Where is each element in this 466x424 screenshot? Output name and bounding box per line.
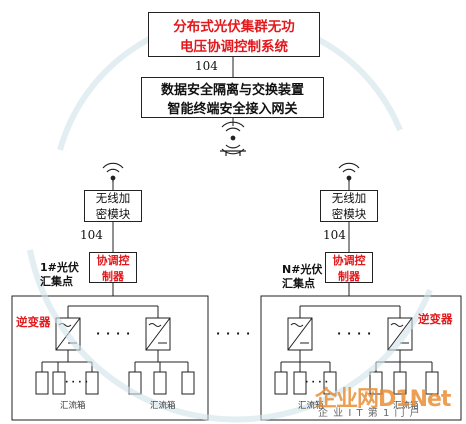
right-ctrl-line2: 制器	[338, 269, 360, 283]
right-collection-point-line2: 汇集点	[282, 277, 315, 290]
wifi-icon-left	[102, 162, 124, 182]
gateway-line2: 智能终端安全接入网关	[167, 101, 298, 117]
right-panel-ellipsis: · · · ·	[305, 378, 329, 388]
left-inverter-label: 逆变器	[16, 315, 51, 329]
wifi-icon-gateway	[220, 121, 246, 156]
right-ctrl-line1: 协调控	[332, 253, 366, 267]
right-coordinating-controller: 协调控 制器	[325, 252, 373, 283]
left-ctrl-line2: 制器	[102, 269, 124, 283]
left-inverter-ellipsis: · · · ·	[96, 327, 132, 340]
left-combiner-label-a: 汇流箱	[60, 401, 86, 411]
watermark-logo: 企业网D1Net	[315, 387, 451, 412]
left-collection-point-line1: 1#光伏	[40, 261, 79, 274]
pv-string-icon	[425, 371, 439, 395]
pv-string-icon	[369, 371, 383, 395]
left-panel-ellipsis: · · · ·	[65, 378, 89, 388]
system-title-line2: 电压协调控制系统	[180, 38, 288, 55]
right-encrypt-line2: 密模块	[331, 207, 367, 221]
left-encrypt-line2: 密模块	[95, 207, 131, 221]
left-ctrl-line1: 协调控	[96, 253, 130, 267]
right-inverter-label: 逆变器	[418, 312, 453, 326]
pv-string-icon	[85, 371, 99, 395]
inverter-icon	[287, 317, 313, 351]
left-cluster-frame	[11, 295, 209, 421]
right-ref-label: 104	[323, 228, 346, 242]
left-ref-label: 104	[80, 228, 103, 242]
left-collection-point-line2: 汇集点	[40, 275, 73, 288]
right-encrypt-line1: 无线加	[331, 191, 367, 205]
right-cluster-frame	[260, 295, 462, 421]
system-title-line1: 分布式光伏集群无功	[173, 18, 295, 35]
middle-cluster-ellipsis: · · · ·	[216, 327, 252, 340]
pv-string-icon	[393, 371, 407, 395]
inverter-icon	[145, 317, 171, 351]
right-encryption-module: 无线加 密模块	[320, 190, 378, 222]
gateway-box: 数据安全隔离与交换装置 智能终端安全接入网关	[141, 77, 324, 118]
system-ref-label: 104	[195, 59, 218, 73]
wifi-icon-right	[338, 162, 360, 182]
right-combiner-label-b: 汇流箱	[393, 401, 419, 411]
right-collection-point-line1: N#光伏	[282, 263, 323, 276]
left-encryption-module: 无线加 密模块	[84, 190, 142, 222]
pv-string-icon	[293, 371, 307, 395]
gateway-line1: 数据安全隔离与交换装置	[160, 82, 304, 98]
pv-string-icon	[274, 371, 288, 395]
watermark-footer: 企 业 I T 第 1 门 户	[318, 408, 421, 419]
pv-string-icon	[52, 371, 66, 395]
control-system-box: 分布式光伏集群无功 电压协调控制系统	[148, 12, 320, 57]
right-inverter-ellipsis: · · · ·	[337, 327, 373, 340]
pv-string-icon	[153, 371, 167, 395]
right-combiner-label-a: 汇流箱	[298, 401, 324, 411]
pv-string-icon	[181, 371, 195, 395]
pv-string-icon	[35, 371, 49, 395]
left-combiner-label-b: 汇流箱	[150, 401, 176, 411]
left-encrypt-line1: 无线加	[95, 191, 131, 205]
left-coordinating-controller: 协调控 制器	[89, 252, 137, 283]
